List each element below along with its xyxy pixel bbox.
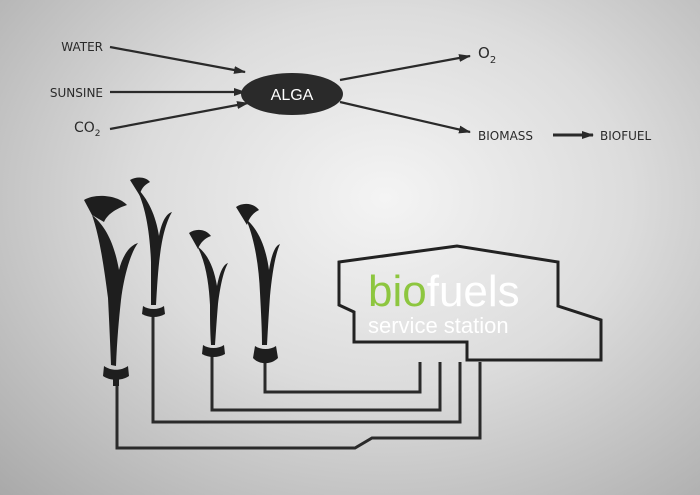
co2-text: CO — [74, 120, 95, 136]
algae-plant-1 — [84, 195, 138, 386]
service-station: biofuels service station — [337, 244, 603, 362]
brand-fuels: fuels — [427, 267, 520, 316]
co2-subscript: 2 — [95, 129, 101, 139]
biofuel-label: BIOFUEL — [600, 129, 651, 143]
co2-arrow — [109, 101, 249, 131]
algae-plant-4 — [236, 203, 280, 364]
station-subtitle: service station — [368, 313, 509, 338]
o2-subscript: 2 — [490, 55, 496, 66]
algae-plants — [84, 177, 280, 386]
co2-label: CO2 — [74, 120, 101, 139]
o2-text: O — [478, 44, 490, 62]
biomass-arrow — [339, 100, 471, 134]
algae-plant-2 — [130, 177, 172, 317]
sunshine-label: SUNSINE — [50, 86, 103, 100]
biomass-label: BIOMASS — [478, 129, 533, 143]
brand-bio: bio — [368, 267, 427, 316]
water-arrow — [109, 45, 246, 74]
pipe-1 — [115, 362, 482, 450]
water-label: WATER — [61, 40, 103, 54]
alga-node — [241, 73, 343, 115]
pipe-4 — [263, 360, 422, 394]
algae-plant-3 — [189, 229, 228, 357]
pipes — [115, 315, 482, 450]
pipe-3 — [210, 355, 442, 412]
brand-wordmark: biofuels — [368, 267, 520, 316]
alga-label: ALGA — [271, 87, 314, 104]
pipe-2 — [151, 315, 462, 424]
station-building — [337, 244, 603, 362]
o2-arrow — [339, 54, 471, 82]
process-flow: ALGA WATER SUNSINE CO2 O2 BIOMASS BIOFUE… — [50, 40, 652, 143]
o2-label: O2 — [478, 44, 496, 66]
